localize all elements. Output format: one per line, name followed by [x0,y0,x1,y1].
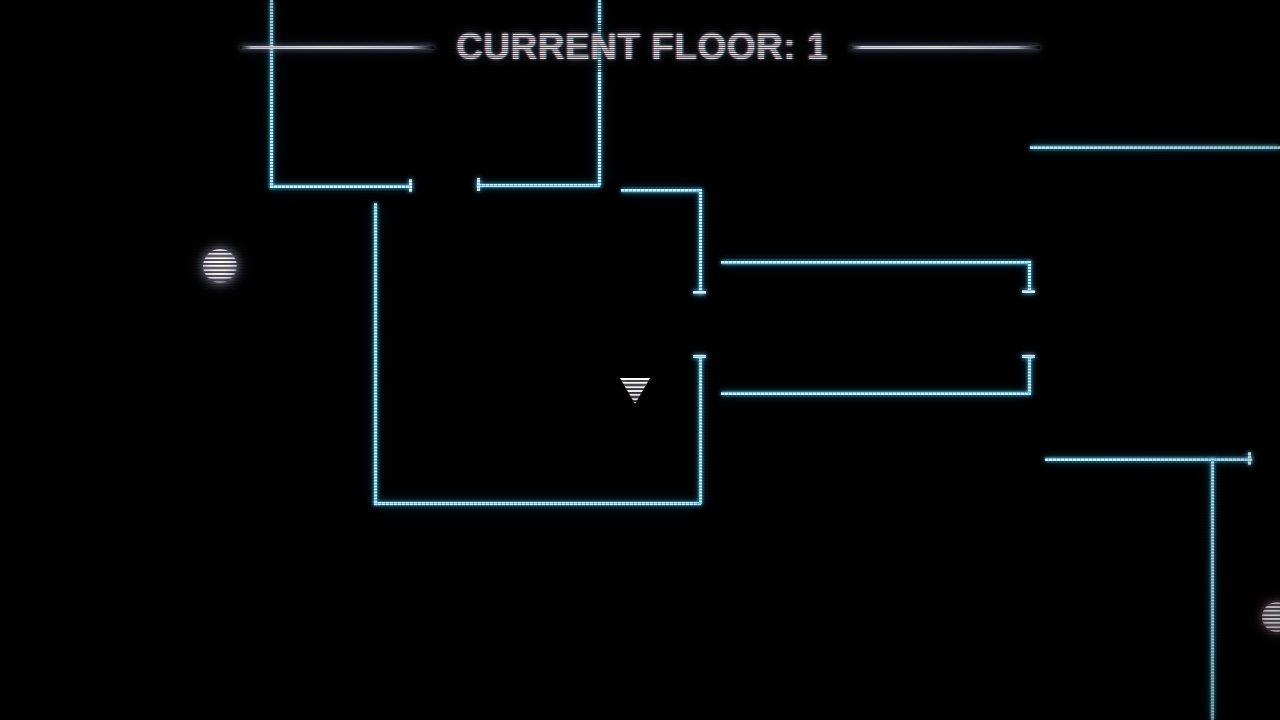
wall-far-right-mid-horizontal [1045,458,1252,461]
cap-top-left-horizontal-end [409,179,412,192]
cap-room-right-lower-start [693,355,706,358]
cap-room-right-upper-end [693,291,706,294]
stairs-down-marker [620,378,650,404]
corridor-lower-horizontal [721,392,1031,395]
wall-far-right-top-horizontal [1030,146,1280,149]
edge-blip-right [1262,602,1280,632]
wall-top-mid-horizontal [478,184,600,187]
wall-room-right-upper-vertical [699,189,702,294]
cap-corridor-upper-end [1022,290,1035,293]
wall-room-right-lower-vertical [699,356,702,504]
wall-room-left-vertical [374,203,377,505]
cap-corridor-lower-start [1022,355,1035,358]
wall-top-left-vertical [270,0,273,188]
stairs-chromatic-aberration [620,378,650,404]
wall-top-mid-vertical [598,0,601,186]
wall-top-left-horizontal [270,185,410,188]
wall-room-bottom-horizontal [374,502,701,505]
corridor-upper-end-vertical [1028,261,1031,292]
corridor-upper-horizontal [721,261,1031,264]
cap-far-right-mid-end [1248,452,1251,465]
wall-far-right-vertical [1211,458,1214,720]
player-blip [203,249,237,283]
corridor-lower-end-vertical [1028,356,1031,393]
wall-room-top-right-horizontal [621,189,701,192]
cap-top-mid-horizontal-end [477,178,480,191]
